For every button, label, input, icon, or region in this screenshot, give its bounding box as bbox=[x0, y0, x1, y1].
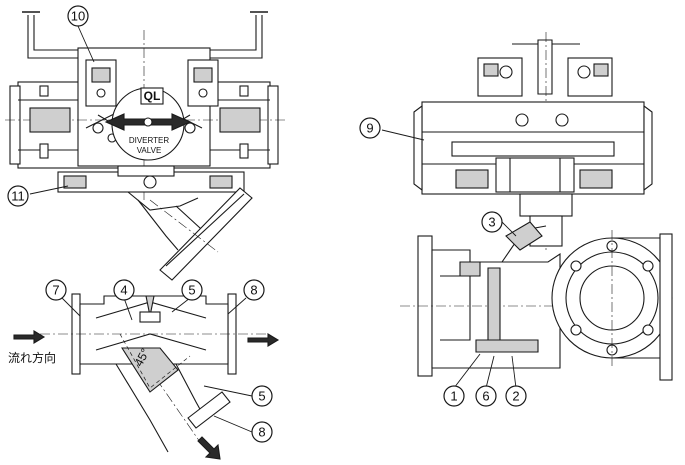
branch-flow-arrow-icon bbox=[197, 436, 221, 460]
svg-text:10: 10 bbox=[71, 9, 85, 24]
diverter-label: DIVERTER bbox=[129, 136, 170, 145]
valve-label: VALVE bbox=[137, 146, 162, 155]
svg-text:2: 2 bbox=[512, 389, 519, 404]
callout-11: 11 bbox=[7, 185, 29, 207]
callout-8-top: 8 bbox=[243, 279, 265, 301]
outlet-flow-arrow-icon bbox=[247, 333, 280, 347]
svg-text:8: 8 bbox=[258, 425, 265, 440]
bottom-left-valve-section: 45° 流れ方向 bbox=[8, 293, 280, 460]
callout-10: 10 bbox=[67, 5, 89, 27]
leader-lines bbox=[29, 25, 517, 433]
inlet-flow-arrow-icon bbox=[13, 330, 46, 344]
callout-4: 4 bbox=[113, 279, 135, 301]
svg-text:1: 1 bbox=[450, 389, 457, 404]
svg-text:9: 9 bbox=[366, 121, 373, 136]
top-left-actuator-view: QL DIVERTER VALVE bbox=[5, 11, 285, 281]
svg-text:7: 7 bbox=[52, 283, 59, 298]
callout-2: 2 bbox=[505, 385, 527, 407]
svg-text:8: 8 bbox=[250, 283, 257, 298]
svg-text:11: 11 bbox=[11, 189, 25, 204]
callout-7: 7 bbox=[45, 279, 67, 301]
callout-9: 9 bbox=[359, 117, 381, 139]
callout-8-bottom: 8 bbox=[251, 421, 273, 443]
svg-text:5: 5 bbox=[258, 389, 265, 404]
svg-text:3: 3 bbox=[488, 215, 495, 230]
callout-1: 1 bbox=[443, 385, 465, 407]
flow-direction-label: 流れ方向 bbox=[8, 350, 56, 365]
svg-text:4: 4 bbox=[120, 283, 127, 298]
callout-5-top: 5 bbox=[181, 279, 203, 301]
callout-6: 6 bbox=[475, 385, 497, 407]
logo-mark: QL bbox=[144, 89, 161, 103]
callout-3: 3 bbox=[481, 211, 503, 233]
svg-text:6: 6 bbox=[482, 389, 489, 404]
callout-5-bottom: 5 bbox=[251, 385, 273, 407]
right-actuator-valve-view bbox=[400, 32, 673, 381]
svg-text:5: 5 bbox=[188, 283, 195, 298]
